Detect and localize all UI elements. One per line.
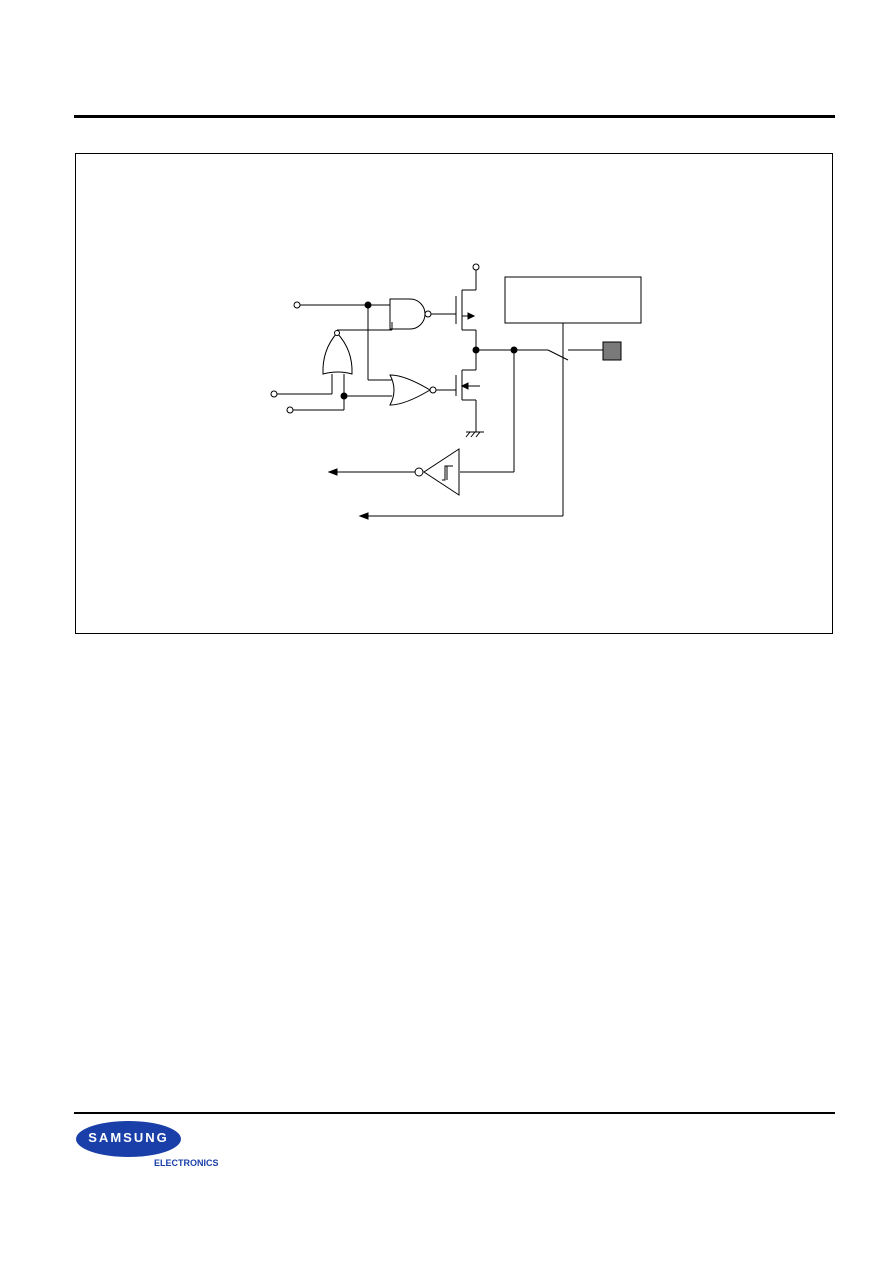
junction-dot [472, 346, 480, 354]
input-terminal-a [293, 301, 301, 309]
schmitt-inverter [423, 448, 460, 496]
junction-dot [364, 301, 372, 309]
pmos-arrow [467, 312, 476, 320]
header-rule [74, 115, 835, 118]
io-pad [602, 341, 622, 361]
input-terminal-c [286, 406, 294, 414]
nand-gate [389, 298, 426, 330]
junction-dot [340, 392, 348, 400]
figure-frame [75, 153, 833, 634]
samsung-logo: SAMSUNG ELECTRONICS [76, 1121, 226, 1171]
nor-gate [389, 374, 431, 406]
nmos-arrow [460, 382, 469, 390]
input-terminal-b [270, 390, 278, 398]
control-box [504, 276, 642, 324]
schmitt-symbol [442, 465, 453, 481]
or-gate [322, 332, 353, 375]
logo-wordmark: SAMSUNG [88, 1130, 169, 1145]
footer-rule [74, 1112, 835, 1114]
logo-ellipse [76, 1121, 181, 1157]
switch [547, 349, 569, 361]
logo-subtitle: ELECTRONICS [154, 1158, 219, 1168]
junction-dot [510, 346, 518, 354]
vdd-terminal [472, 263, 480, 271]
